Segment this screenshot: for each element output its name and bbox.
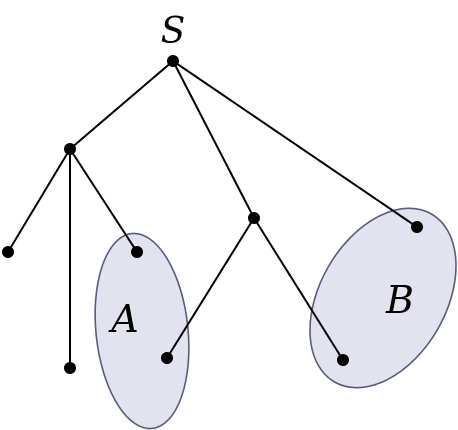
bottom-left-leaf-node xyxy=(64,362,76,374)
region-b-ellipse xyxy=(309,207,457,389)
region-b-label: B xyxy=(385,278,414,322)
left-internal-node xyxy=(64,143,76,155)
tree-edges xyxy=(7,60,418,368)
edge-mid-internal-a-bottom-leaf xyxy=(166,217,255,359)
edge-left-internal-a-top-leaf xyxy=(69,148,138,253)
b-bottom-leaf-node xyxy=(337,354,349,366)
root-node xyxy=(167,55,179,67)
edge-root-left-internal xyxy=(69,60,174,150)
tree-nodes xyxy=(2,55,423,374)
edge-mid-internal-b-bottom-leaf xyxy=(253,217,344,361)
b-top-leaf-node xyxy=(411,221,423,233)
region-a-ellipse xyxy=(94,232,190,430)
mid-internal-node xyxy=(248,212,260,224)
a-top-leaf-node xyxy=(131,246,143,258)
far-left-leaf-node xyxy=(2,246,14,258)
region-a-label: A xyxy=(108,297,138,341)
a-bottom-leaf-node xyxy=(161,352,173,364)
edge-left-internal-far-left-leaf xyxy=(7,148,71,253)
root-label: S xyxy=(161,11,186,52)
edge-root-b-top-leaf xyxy=(172,60,418,228)
edge-root-mid-internal xyxy=(172,60,255,219)
